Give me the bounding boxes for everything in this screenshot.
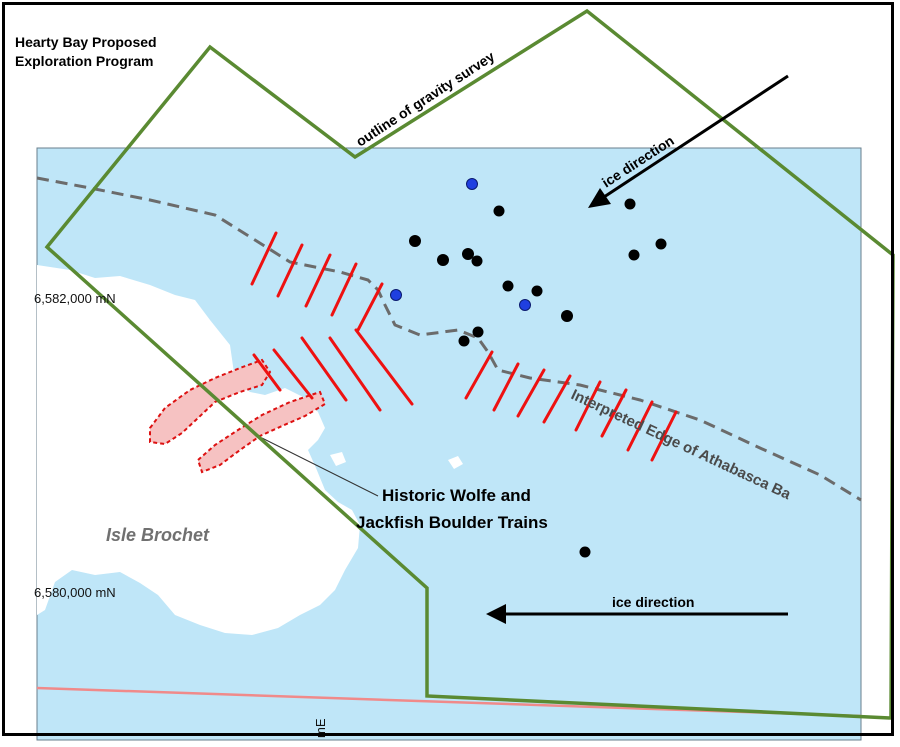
- sample-points-black: [409, 198, 667, 558]
- islet-1: [85, 368, 110, 392]
- boulder-trains-label-line1: Historic Wolfe and: [382, 486, 531, 505]
- survey-line: [354, 328, 414, 406]
- northing-label-2: 6,580,000 mN: [34, 585, 116, 600]
- sample-point: [493, 205, 505, 217]
- sample-point: [502, 280, 514, 292]
- island-label: Isle Brochet: [106, 525, 210, 545]
- ice-direction-label-e: ice direction: [612, 594, 694, 610]
- sample-point-blue: [390, 289, 402, 301]
- arrowhead-icon: [486, 604, 506, 624]
- easting-label: mE: [313, 718, 328, 738]
- sample-point: [628, 249, 640, 261]
- land-west-shore: [37, 325, 120, 522]
- survey-line: [626, 400, 654, 452]
- islet-2: [122, 458, 145, 478]
- northing-label-1: 6,582,000 mN: [34, 291, 116, 306]
- survey-line: [650, 410, 678, 462]
- survey-line: [304, 253, 332, 308]
- athabasca-edge-line: [36, 176, 862, 502]
- sample-point: [624, 198, 636, 210]
- boulder-train-wolfe: [149, 358, 272, 446]
- survey-line: [328, 336, 382, 412]
- sample-point: [437, 254, 449, 266]
- land-masses: [37, 265, 463, 635]
- sample-point: [579, 546, 591, 558]
- sample-points-blue: [390, 178, 531, 311]
- ice-direction-arrow-e: [486, 604, 788, 624]
- sample-point: [458, 335, 470, 347]
- survey-line: [330, 262, 358, 317]
- survey-line: [276, 243, 304, 298]
- survey-line: [516, 368, 546, 418]
- sample-point: [409, 235, 421, 247]
- arrowhead-icon: [588, 188, 611, 208]
- sample-point: [561, 310, 573, 322]
- boulder-label-leader: [261, 437, 379, 497]
- survey-line: [272, 348, 314, 400]
- map-title-line1: Hearty Bay Proposed: [15, 34, 157, 50]
- survey-line: [300, 336, 348, 402]
- sample-point: [531, 285, 543, 297]
- sample-point: [655, 238, 667, 250]
- map-title-line2: Exploration Program: [15, 53, 153, 69]
- sample-point: [462, 248, 474, 260]
- red-survey-lines: [250, 231, 678, 462]
- land-isle-brochet: [37, 265, 360, 635]
- sample-point-blue: [519, 299, 531, 311]
- survey-line: [600, 388, 628, 438]
- islet-5: [330, 452, 346, 466]
- survey-line: [250, 231, 278, 286]
- survey-line: [356, 282, 384, 332]
- survey-line: [464, 350, 494, 400]
- gravity-outline-label: outline of gravity survey: [353, 48, 498, 150]
- survey-line: [574, 380, 602, 432]
- survey-line: [492, 362, 520, 412]
- sample-point-blue: [466, 178, 478, 190]
- sample-point: [472, 326, 484, 338]
- survey-line: [252, 353, 282, 392]
- boulder-trains-label-line2: Jackfish Boulder Trains: [356, 513, 548, 532]
- survey-line: [542, 374, 572, 424]
- sample-point: [471, 255, 483, 267]
- ice-direction-arrow-ne: [588, 74, 789, 208]
- islet-3: [96, 500, 122, 520]
- islet-4: [448, 456, 463, 469]
- boulder-train-jackfish: [196, 390, 327, 474]
- boulder-trains: [149, 358, 327, 474]
